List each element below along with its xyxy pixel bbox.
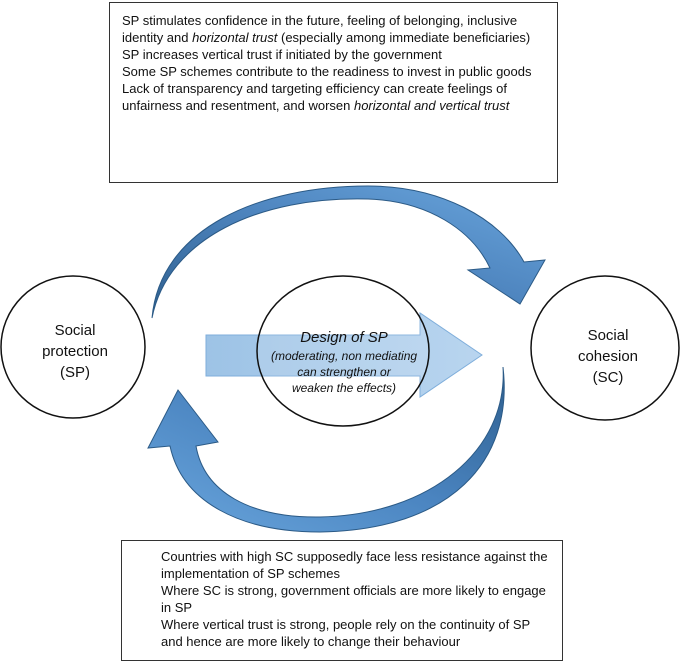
design-title: Design of SP [300, 329, 388, 346]
top-effect-italic-text: horizontal trust [192, 30, 278, 45]
top-effects-box: SP stimulates confidence in the future, … [109, 2, 558, 183]
bottom-effect-item: Where SC is strong, government officials… [161, 583, 546, 615]
bottom-effects-list: Countries with high SC supposedly face l… [161, 548, 552, 650]
top-effect-text: (especially among immediate beneficiarie… [277, 30, 531, 45]
bottom-effect-item: Where vertical trust is strong, people r… [161, 617, 530, 649]
top-curved-arrow [151, 185, 546, 319]
top-effect-item: SP increases vertical trust if initiated… [118, 46, 547, 63]
top-effect-item: Some SP schemes contribute to the readin… [118, 63, 547, 80]
top-effect-text: Some SP schemes contribute to the readin… [122, 64, 532, 79]
middle-straight-arrow [205, 312, 483, 398]
top-effect-text: Lack of transparency and targeting effic… [122, 81, 507, 113]
top-effects-list: SP stimulates confidence in the future, … [118, 12, 547, 114]
design-of-sp-circle [256, 275, 430, 427]
bottom-curved-arrow [147, 366, 505, 533]
top-effect-text: SP stimulates confidence in the future, … [122, 13, 518, 45]
social-cohesion-circle [530, 275, 680, 421]
social-protection-circle [0, 275, 146, 419]
social-cohesion-label: Social cohesion (SC) [545, 325, 671, 388]
top-effect-italic-text: horizontal and vertical trust [353, 98, 510, 113]
sp-label-line2: protection [42, 343, 108, 360]
design-sub-line3: weaken the effects) [291, 381, 397, 395]
sc-label-line2: cohesion [577, 348, 639, 365]
design-sub-line1: (moderating, non mediating [270, 349, 418, 363]
top-effect-item: Lack of transparency and targeting effic… [118, 80, 547, 114]
design-of-sp-label: Design of SP (moderating, non mediating … [262, 327, 426, 396]
top-effect-item: SP stimulates confidence in the future, … [118, 12, 547, 46]
bottom-effect-item: Countries with high SC supposedly face l… [161, 549, 548, 581]
sp-label-line3: (SP) [60, 364, 90, 381]
sc-label-line3: (SC) [592, 369, 624, 386]
bottom-effects-box: Countries with high SC supposedly face l… [121, 540, 563, 661]
sp-label-line1: Social [54, 322, 96, 339]
social-protection-label: Social protection (SP) [12, 320, 138, 383]
top-effect-text: SP increases vertical trust if initiated… [122, 47, 442, 62]
sc-label-line1: Social [587, 327, 629, 344]
design-sub-line2: can strengthen or [297, 365, 391, 379]
